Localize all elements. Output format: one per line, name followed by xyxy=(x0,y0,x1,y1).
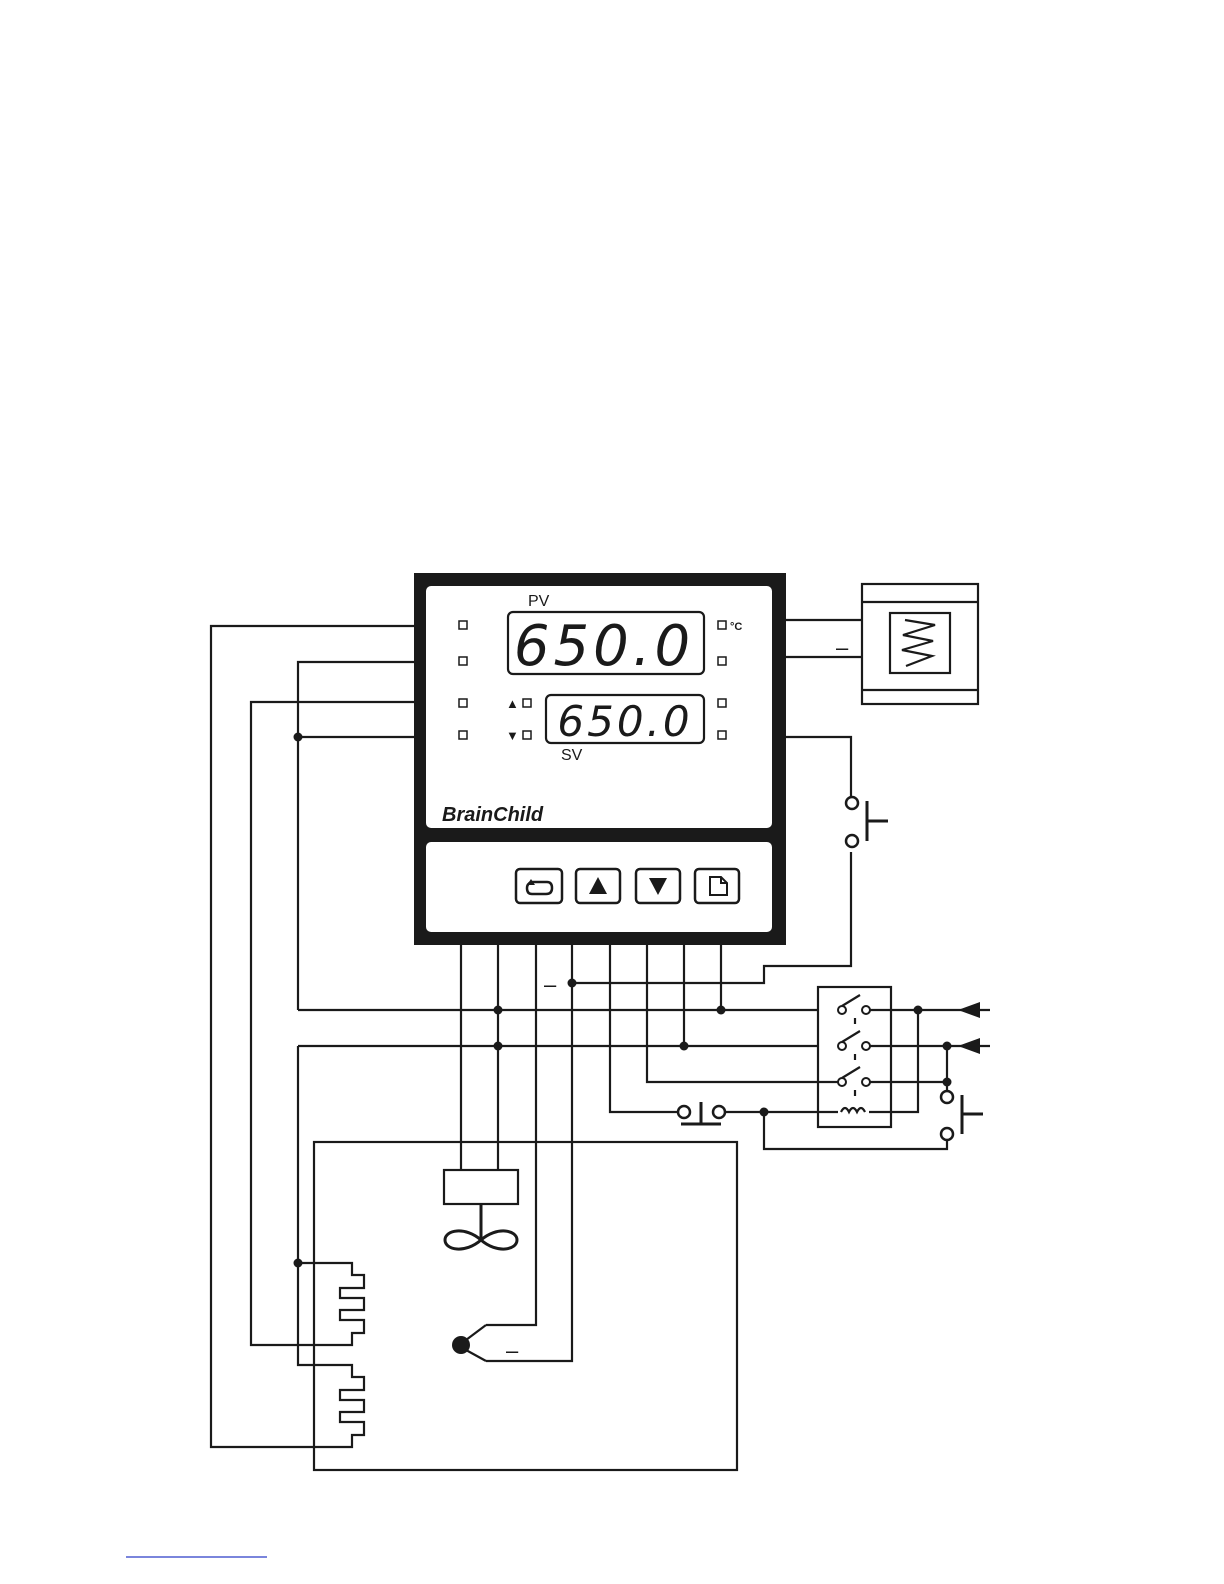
unit-label: °C xyxy=(730,621,742,633)
heater-element-upper-icon xyxy=(320,1263,364,1345)
fan-icon xyxy=(444,1170,518,1249)
sv-value: 650.0 xyxy=(557,697,692,746)
chart-recorder xyxy=(862,584,978,704)
temperature-controller: PV 650.0 650.0 SV ▲ ▼ °C BrainChild xyxy=(414,573,786,945)
thermocouple-icon xyxy=(452,1325,486,1361)
coil-icon xyxy=(841,1108,865,1112)
recorder-minus-sign: – xyxy=(836,635,849,660)
heater-element-lower-icon xyxy=(320,1365,364,1447)
recorder-trace-icon xyxy=(902,620,935,666)
bus-line-2 xyxy=(298,1046,818,1365)
pushbutton-bottom xyxy=(941,1091,983,1140)
mains-arrow-icon xyxy=(958,1002,980,1018)
oven-enclosure xyxy=(314,1142,737,1470)
wire-heater-lower xyxy=(211,626,414,1447)
page-key[interactable] xyxy=(695,869,739,903)
pv-value: 650.0 xyxy=(514,614,694,679)
thermocouple-minus-sign: – xyxy=(506,1338,519,1363)
scroll-key[interactable] xyxy=(516,869,562,903)
down-key[interactable] xyxy=(636,869,680,903)
up-marker: ▲ xyxy=(506,696,519,711)
pushbutton-start xyxy=(678,1102,725,1124)
brand-logo: BrainChild xyxy=(442,804,544,826)
contactor xyxy=(818,987,947,1127)
pv-label: PV xyxy=(528,593,550,610)
thermocouple-wire-plus xyxy=(486,945,536,1325)
sv-label: SV xyxy=(561,747,583,764)
up-key[interactable] xyxy=(576,869,620,903)
pushbutton-top xyxy=(846,797,888,847)
wire-heater-upper xyxy=(251,702,414,1345)
down-marker: ▼ xyxy=(506,728,519,743)
wire-left-2 xyxy=(298,662,414,1010)
mains-arrow-icon xyxy=(958,1038,980,1054)
tc-minus-sign: – xyxy=(544,972,557,997)
